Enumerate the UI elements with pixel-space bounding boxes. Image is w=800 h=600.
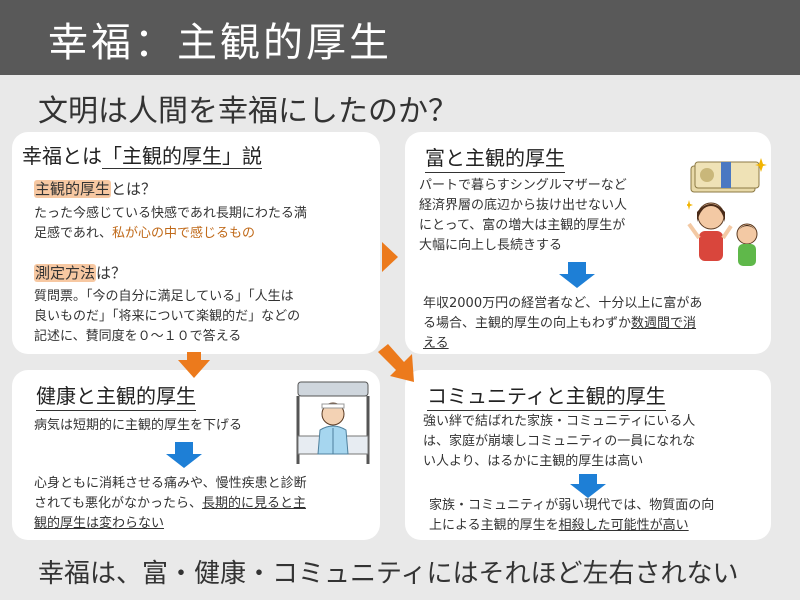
slide-title: 幸福：主観的厚生 [48, 20, 392, 66]
theory-q2-line3: 記述に、賛同度を０～１０で答える [34, 329, 242, 344]
wealth-p1-line2: 経済界層の底辺から抜け出せない人 [419, 198, 628, 213]
wealth-p2-line2: る場合、主観的厚生の向上もわずか数週間で消 [423, 314, 769, 334]
health-p2-line3: 観的厚生は変わらない [34, 516, 165, 531]
theory-q1-line2b: 私が心の中で感じるもの [112, 226, 256, 241]
wealth-p2-line2b: 数週間で消 [631, 316, 697, 331]
community-card: コミュニティと主観的厚生 強い絆で結ばれた家族・コミュニティにいる人 は、家庭が… [405, 370, 771, 540]
wealth-p1-line4: 大幅に向上し長続きする [419, 238, 563, 253]
community-p1-line1: 強い絆で結ばれた家族・コミュニティにいる人 [423, 414, 696, 429]
wealth-card-title: 富と主観的厚生 [425, 142, 565, 173]
theory-q1-line2: 足感であれ、私が心の中で感じるもの [34, 224, 374, 244]
wealth-card: 富と主観的厚生 パートで暮らすシングルマザーなど 経済界層の底辺から抜け出せない… [405, 132, 771, 354]
health-p2-line2a: されても悪化がなかったら、 [34, 496, 202, 511]
health-card-title: 健康と主観的厚生 [36, 380, 196, 411]
theory-card: 幸福とは「主観的厚生」説 主観的厚生とは？ たった今感じている快感であれ長期にわ… [12, 132, 380, 354]
theory-title-prefix: 幸福とは [22, 144, 102, 168]
community-p2: 家族・コミュニティが弱い現代では、物質面の向 上による主観的厚生を相殺した可能性… [429, 496, 769, 536]
wealth-p2-line3: える [423, 336, 449, 351]
banknote-stack-icon [690, 161, 760, 193]
community-p1-line2: は、家庭が崩壊しコミュニティの一員になれな [423, 434, 696, 449]
theory-q1: 主観的厚生とは？ [34, 178, 156, 199]
theory-q2-line2: 良いものだ」「将来について楽観的だ」などの [34, 309, 301, 324]
health-p2-line1: 心身ともに消耗させる痛みや、慢性疾患と診断 [34, 476, 307, 491]
arrow-down-icon [178, 352, 210, 378]
community-p1-line3: い人より、はるかに主観的厚生は高い [423, 454, 644, 469]
wealth-p2: 年収2000万円の経営者など、十分以上に富があ る場合、主観的厚生の向上もわずか… [423, 294, 769, 354]
theory-title-suffix: 説 [242, 144, 262, 169]
slide-question: 文明は人間を幸福にしたのか？ [38, 94, 458, 129]
community-p2-line2b: 相殺した可能性が高い [558, 518, 689, 533]
community-card-title: コミュニティと主観的厚生 [427, 380, 666, 411]
theory-q2-text: 質問票。「今の自分に満足している」「人生は 良いものだ」「将来について楽観的だ」… [34, 287, 374, 347]
sparkle-icon [687, 158, 767, 210]
conclusion-text: 幸福は、富・健康・コミュニティにはそれほど左右されない [38, 559, 739, 589]
community-p2-line2: 上による主観的厚生を相殺した可能性が高い [429, 516, 769, 536]
health-card: 健康と主観的厚生 病気は短期的に主観的厚生を下げる 心身ともに消耗させる痛みや、… [12, 370, 380, 540]
wealth-p1: パートで暮らすシングルマザーなど 経済界層の底辺から抜け出せない人 にとって、富… [419, 176, 689, 256]
mother-icon [687, 202, 733, 261]
health-p2-line2: されても悪化がなかったら、長期的に見ると主 [34, 494, 378, 514]
theory-q1-line1: たった今感じている快感であれ長期にわたる満 [34, 206, 307, 221]
community-p2-line1: 家族・コミュニティが弱い現代では、物質面の向 [429, 498, 715, 513]
title-bar: 幸福：主観的厚生 [0, 0, 800, 75]
theory-q1-text: たった今感じている快感であれ長期にわたる満 足感であれ、私が心の中で感じるもの [34, 204, 374, 244]
money-family-illustration [687, 158, 767, 266]
community-p1: 強い絆で結ばれた家族・コミュニティにいる人 は、家庭が崩壊しコミュニティの一員に… [423, 412, 769, 472]
wealth-p1-line1: パートで暮らすシングルマザーなど [419, 178, 627, 193]
theory-q1-term: 主観的厚生 [34, 180, 112, 198]
wealth-p2-line1: 年収2000万円の経営者など、十分以上に富があ [423, 296, 703, 311]
theory-q2-term: 測定方法 [34, 264, 97, 282]
arrow-right-icon [382, 242, 398, 272]
arrow-diagonal-icon [378, 344, 414, 382]
patient-in-bed-illustration [296, 381, 370, 464]
theory-title-quoted: 「主観的厚生」 [102, 144, 242, 169]
elderly-patient-icon [317, 402, 349, 455]
child-icon [736, 223, 758, 266]
health-p2-line2b: 長期的に見ると主 [201, 496, 306, 511]
theory-q2: 測定方法は？ [34, 262, 126, 283]
wealth-p1-line3: にとって、富の増大は主観的厚生が [419, 218, 626, 233]
theory-q1-line2a: 足感であれ、 [34, 226, 113, 241]
theory-q2-line1: 質問票。「今の自分に満足している」「人生は [34, 289, 294, 304]
theory-q2-rest: は？ [96, 264, 127, 282]
health-p2: 心身ともに消耗させる痛みや、慢性疾患と診断 されても悪化がなかったら、長期的に見… [34, 474, 378, 534]
wealth-p2-line2a: る場合、主観的厚生の向上もわずか [423, 316, 632, 331]
theory-card-title: 幸福とは「主観的厚生」説 [22, 140, 262, 170]
theory-q1-rest: とは？ [111, 180, 157, 198]
community-p2-line2a: 上による主観的厚生を [429, 518, 559, 533]
health-p1: 病気は短期的に主観的厚生を下げる [34, 418, 243, 433]
